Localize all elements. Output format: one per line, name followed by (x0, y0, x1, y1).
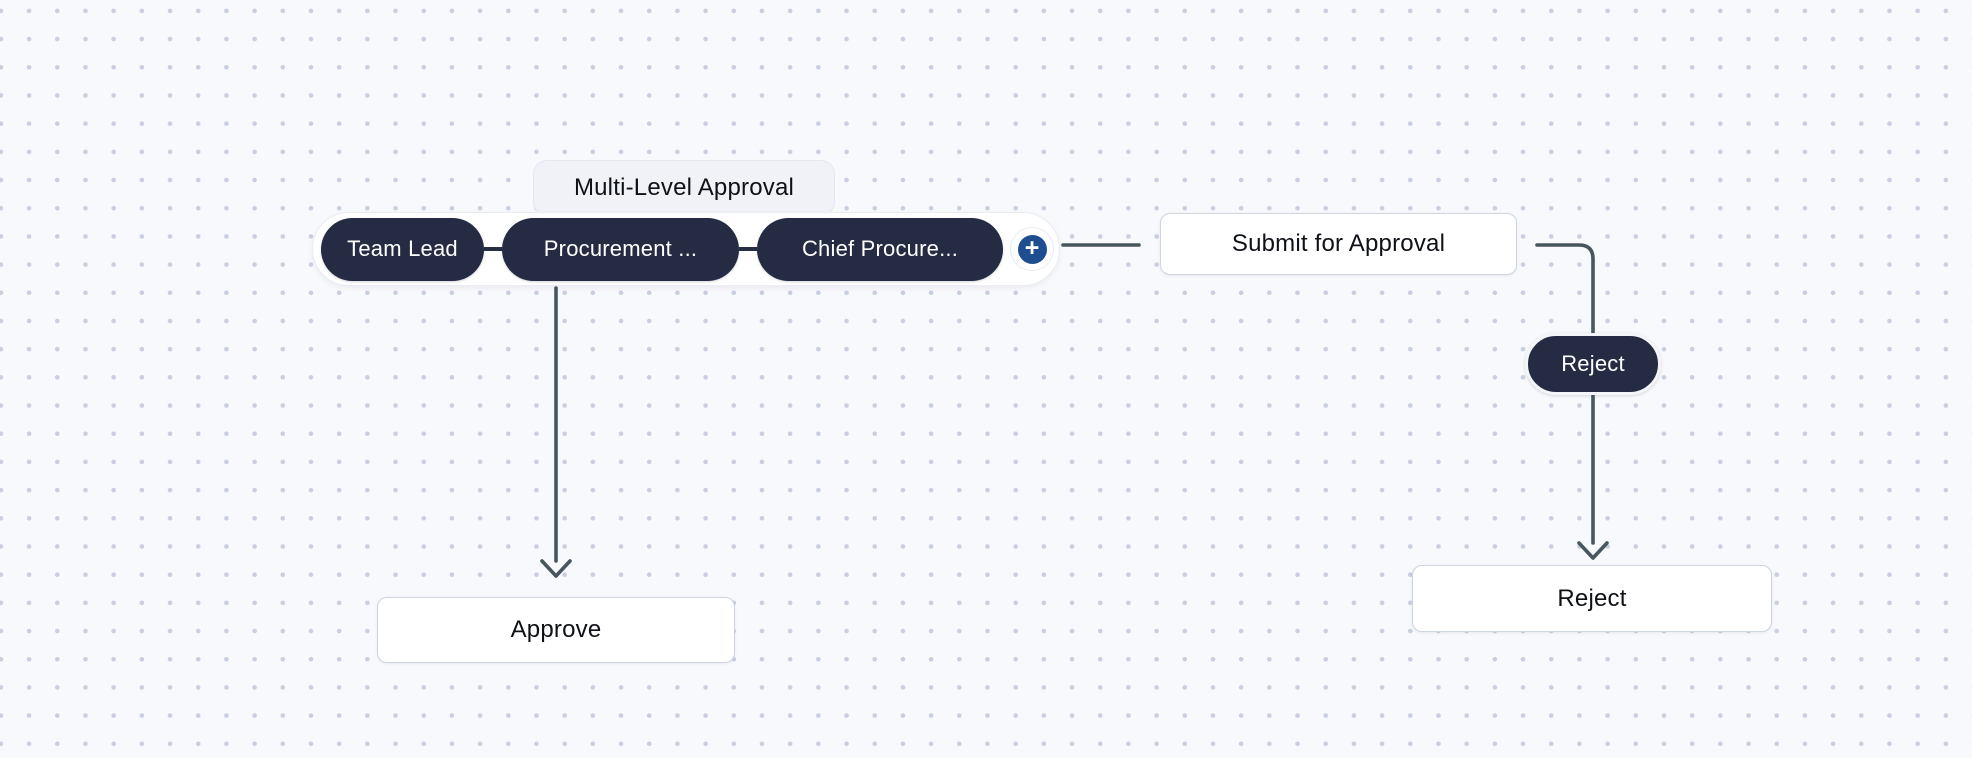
group-title-tab[interactable]: Multi-Level Approval (533, 160, 835, 216)
approver-pill-label: Chief Procure... (801, 236, 959, 261)
approver-pill-chief-procurement[interactable]: Chief Procure... (757, 217, 1003, 281)
reject-node[interactable]: Reject (1412, 565, 1772, 632)
group-title-label: Multi-Level Approval (573, 174, 795, 201)
approval-group-node[interactable]: Team Lead Procurement ... Chief Procure.… (312, 212, 1060, 286)
approver-pill-label: Procurement ... (543, 236, 698, 261)
approver-pill-procurement[interactable]: Procurement ... (502, 217, 739, 281)
pill-connector-dash (739, 247, 757, 251)
add-approver-ring: + (1010, 227, 1054, 271)
approve-node-label: Approve (510, 616, 602, 643)
approver-pill-team-lead[interactable]: Team Lead (321, 217, 484, 281)
submit-for-approval-node[interactable]: Submit for Approval (1160, 213, 1517, 275)
pill-connector-dash (484, 247, 502, 251)
approve-node[interactable]: Approve (377, 597, 735, 663)
reject-edge-label-pill[interactable]: Reject (1525, 333, 1661, 395)
approver-pill-label: Team Lead (347, 236, 458, 261)
reject-edge-label-text: Reject (1561, 351, 1625, 376)
reject-node-label: Reject (1557, 584, 1627, 612)
plus-icon: + (1024, 233, 1040, 262)
reject-edge-arrowhead (1577, 541, 1609, 560)
add-approver-button[interactable]: + (1017, 233, 1047, 264)
reject-edge[interactable] (1535, 243, 1595, 545)
submit-node-label: Submit for Approval (1231, 230, 1446, 257)
approve-edge-arrowhead (540, 559, 572, 578)
